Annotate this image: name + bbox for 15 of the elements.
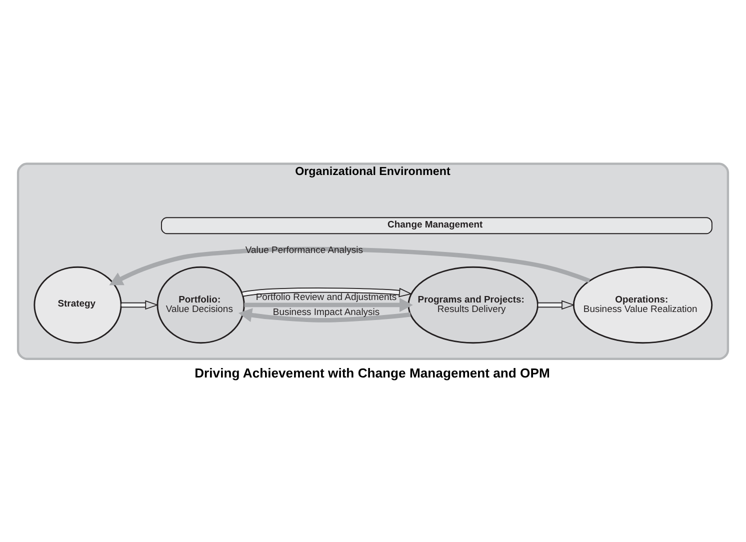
node-ellipse: Portfolio: Value Decisions xyxy=(156,266,245,344)
arrow xyxy=(120,300,159,310)
arrow xyxy=(109,246,590,285)
arrow xyxy=(244,297,413,312)
arrow xyxy=(538,300,575,310)
node-ellipse: Strategy xyxy=(34,266,122,344)
node-box: Change Management xyxy=(161,216,712,234)
node-ellipse: Operations: Business Value Realization xyxy=(572,266,713,344)
edge-label: Business Impact Analysis xyxy=(272,306,380,318)
edge-label: Portfolio Review and Adjustments xyxy=(256,292,397,303)
arrow xyxy=(242,287,412,297)
arrow xyxy=(238,308,411,322)
caption: Driving Achievement with Change Management and OPM xyxy=(194,364,550,380)
node-ellipse: Programs and Projects: Results Delivery xyxy=(408,266,538,344)
edge-label: Value Performance Analysis xyxy=(245,244,363,256)
